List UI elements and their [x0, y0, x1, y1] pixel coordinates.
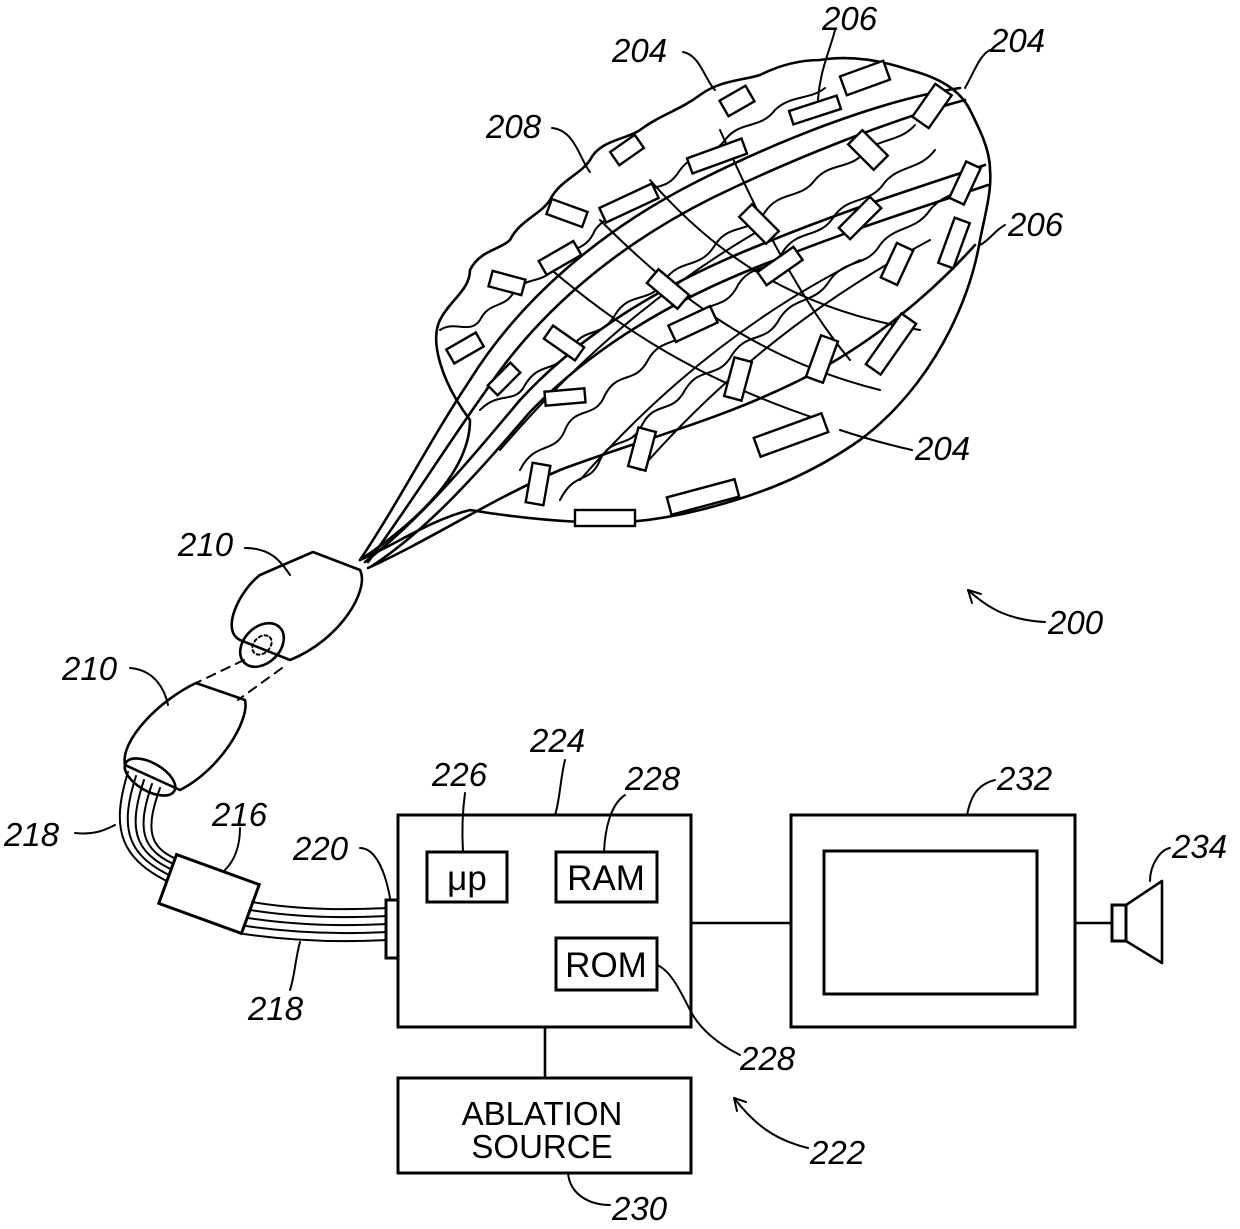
wire-out-2 [250, 910, 388, 917]
ref-204-top: 204 [611, 32, 667, 69]
electrode-pad [938, 218, 969, 269]
ref-210-upper: 210 [177, 526, 234, 563]
ref-222: 222 [809, 1134, 865, 1171]
leader-234 [1150, 848, 1170, 881]
leader-224 [555, 760, 565, 815]
electrode-pad [526, 463, 551, 506]
processing-unit-224 [398, 815, 691, 1027]
electrode-pad [724, 357, 752, 400]
wire-out-3 [248, 918, 388, 925]
electrode-pad [544, 388, 585, 405]
wire-out-5 [244, 934, 388, 941]
electrode-pad [668, 306, 717, 342]
speaker-cone-icon [1126, 881, 1162, 963]
electrode-pad [488, 363, 521, 396]
control-system: μp RAM ROM ABLATION SOURCE [398, 815, 1162, 1173]
connector-upper-core [249, 632, 276, 659]
ref-228-top: 228 [624, 760, 681, 797]
leader-218-bottom [290, 942, 300, 990]
ref-230: 230 [611, 1190, 668, 1227]
ref-216: 216 [211, 796, 268, 833]
electrode-pad [599, 183, 658, 222]
catheter-shaft [119, 552, 398, 958]
ablation-label-line2: SOURCE [471, 1128, 612, 1165]
processor-label: μp [447, 859, 487, 898]
rom-label: ROM [565, 946, 647, 985]
ref-206-right: 206 [1007, 206, 1064, 243]
speaker-234 [1112, 905, 1126, 941]
leader-206-top [818, 30, 835, 100]
ref-232: 232 [996, 760, 1052, 797]
ref-200: 200 [1047, 604, 1104, 641]
alignment-line-a [196, 660, 244, 683]
electrode-pad [489, 271, 526, 295]
leader-232 [967, 780, 995, 815]
ref-204-right: 204 [989, 22, 1045, 59]
electrode-pad [546, 199, 587, 227]
basket-outline [360, 58, 990, 560]
connector-lower [125, 683, 246, 790]
basket-catheter [360, 58, 990, 568]
ref-218-bottom: 218 [247, 990, 304, 1027]
ref-204-bottom: 204 [914, 430, 970, 467]
leader-218-left [75, 825, 115, 833]
ram-label: RAM [567, 859, 645, 898]
electrode-pad [575, 510, 635, 526]
leader-210-lower [130, 668, 168, 705]
ref-206-top: 206 [821, 0, 878, 37]
electrode-pad [840, 61, 890, 96]
leader-204-right [965, 50, 990, 88]
electrode-pad [720, 86, 755, 117]
ref-208: 208 [485, 108, 542, 145]
ref-226: 226 [431, 756, 488, 793]
reference-numerals: 204 206 204 208 206 204 210 200 210 224 … [3, 0, 1227, 1227]
port-220 [386, 900, 398, 958]
connector-upper-face [232, 615, 293, 676]
connector-216 [159, 855, 259, 934]
electrode-pad [446, 333, 483, 364]
arrow-200 [968, 590, 1045, 622]
electrode-pad [628, 427, 656, 470]
ref-224: 224 [529, 722, 585, 759]
ref-210-lower: 210 [61, 650, 118, 687]
electrode-pad [789, 96, 841, 125]
electrode-pad [839, 197, 881, 239]
electrode-pad [949, 161, 980, 204]
leader-216 [225, 828, 240, 870]
alignment-line-b [238, 668, 282, 700]
electrode-pad [754, 413, 828, 456]
wire-out-4 [246, 926, 388, 933]
electrode-pad [539, 241, 582, 275]
ref-228-bottom: 228 [739, 1040, 796, 1077]
ref-220: 220 [292, 830, 349, 867]
ablation-label-line1: ABLATION [462, 1095, 623, 1132]
wire-out-1 [252, 902, 388, 909]
leader-230 [568, 1173, 610, 1205]
display-screen [824, 851, 1037, 994]
leader-220 [360, 848, 390, 898]
electrode-pad [544, 326, 584, 361]
connector-upper [232, 552, 362, 660]
ref-218-left: 218 [3, 816, 60, 853]
arrow-222 [734, 1098, 808, 1148]
leader-204-top [683, 52, 715, 90]
ref-234: 234 [1171, 828, 1227, 865]
